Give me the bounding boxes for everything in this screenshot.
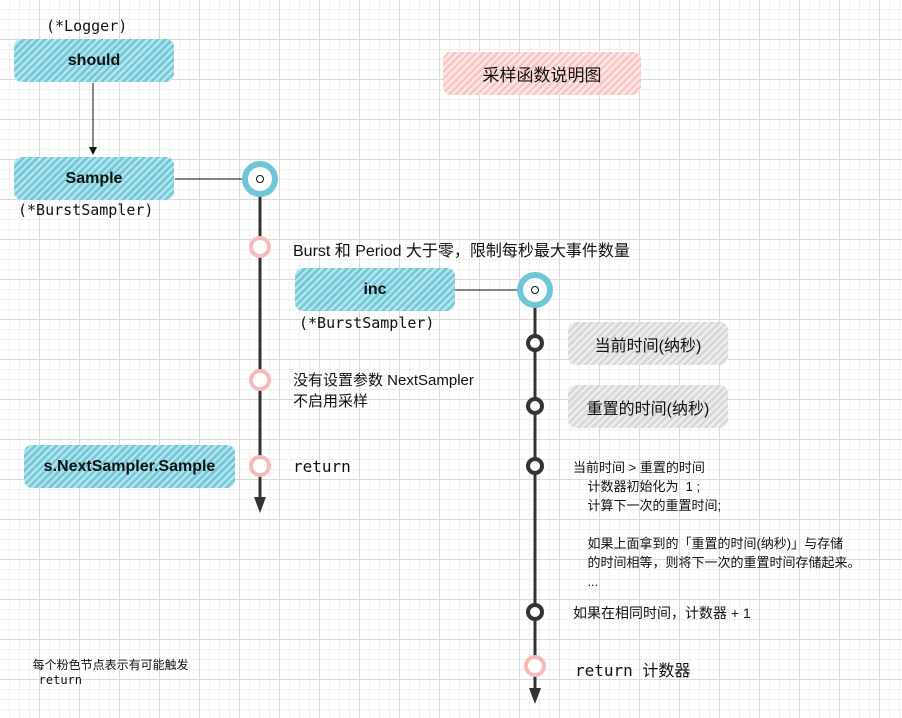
should-box: should — [14, 39, 174, 82]
reset-time-label: 重置的时间(纳秒) — [586, 400, 710, 418]
compare-node — [526, 457, 544, 475]
return-node — [249, 455, 271, 477]
no-sampler-note-line2: 不启用采样 — [293, 393, 369, 410]
no-sampler-note-line1: 没有设置参数 NextSampler — [293, 372, 474, 389]
same-time-node — [526, 603, 544, 621]
next-sampler-box: s.NextSampler.Sample — [24, 445, 235, 488]
inc-anchor-dot — [531, 286, 539, 294]
sample-label: Sample — [65, 169, 123, 187]
compare-note: 当前时间 > 重置的时间 计数器初始化为 1 ; 计算下一次的重置时间; 如果上… — [573, 460, 861, 589]
burst-check-node — [249, 236, 271, 258]
return-counter-label: return 计数器 — [575, 657, 690, 681]
inc-timeline-arrowhead — [529, 688, 541, 704]
legend-note: 每个粉色节点表示有可能触发 return — [26, 642, 189, 687]
next-sampler-label: s.NextSampler.Sample — [43, 457, 216, 475]
legend-code: return — [38, 673, 83, 687]
sample-box: Sample — [14, 157, 174, 200]
current-time-label: 当前时间(纳秒) — [594, 337, 702, 355]
reset-time-box: 重置的时间(纳秒) — [568, 385, 728, 428]
return-label: return — [293, 457, 351, 476]
same-time-note: 如果在相同时间，计数器 + 1 — [573, 605, 751, 621]
should-label: should — [67, 51, 121, 69]
inc-box: inc — [295, 268, 455, 311]
burst-note: Burst 和 Period 大于零，限制每秒最大事件数量 — [293, 243, 630, 260]
legend-text: 每个粉色节点表示有可能触发 — [32, 658, 189, 672]
sample-type-label: (*BurstSampler) — [18, 201, 154, 219]
diagram-title: 采样函数说明图 — [482, 66, 602, 85]
inc-type-label: (*BurstSampler) — [299, 314, 435, 332]
current-time-node — [526, 334, 544, 352]
reset-time-node — [526, 397, 544, 415]
main-timeline-arrowhead — [254, 497, 266, 513]
sample-anchor-dot — [256, 175, 264, 183]
logger-type-label: (*Logger) — [46, 17, 128, 35]
no-sampler-node — [249, 369, 271, 391]
current-time-box: 当前时间(纳秒) — [568, 322, 728, 365]
diagram-title-box: 采样函数说明图 — [443, 52, 641, 95]
return-counter-node — [524, 655, 546, 677]
return-counter-text: return 计数器 — [575, 661, 691, 680]
inc-label: inc — [363, 280, 387, 298]
